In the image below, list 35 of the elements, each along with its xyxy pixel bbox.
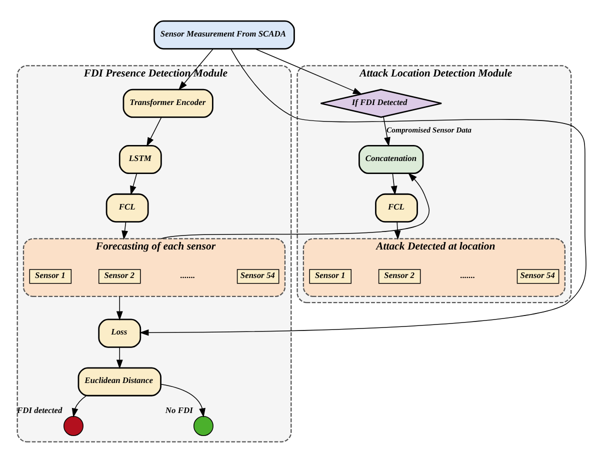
label: .......: [180, 269, 196, 280]
edge-label: Compromised Sensor Data: [386, 125, 472, 134]
node-box: Loss: [98, 318, 142, 348]
arrow: [146, 116, 162, 146]
arrow: [254, 48, 362, 94]
node-box: Sensor 2: [98, 268, 141, 284]
arrow: [139, 48, 586, 336]
arrow: [383, 116, 390, 146]
node-box: LSTM: [118, 144, 162, 174]
node-box: Sensor 2: [378, 268, 421, 284]
arrow: [390, 172, 398, 195]
node-box: Sensor 1: [309, 268, 352, 284]
node-box: FCL: [375, 192, 418, 222]
node-box: Sensor Measurement From SCADA: [154, 20, 295, 49]
arrow: [130, 172, 138, 195]
node-circle: [193, 416, 214, 436]
arrow: [116, 296, 123, 320]
arrow: [160, 172, 430, 239]
node-box: Euclidean Distance: [78, 366, 162, 396]
node-box: Concatenation: [358, 144, 424, 174]
arrow: [72, 394, 87, 418]
node-box: Transformer Encoder: [122, 88, 214, 118]
node-label: No FDI: [165, 404, 193, 415]
arrow: [394, 221, 401, 240]
node-box: Sensor 54: [516, 268, 560, 284]
label: .......: [460, 269, 476, 280]
arrow: [116, 346, 123, 368]
node-circle: [63, 416, 84, 436]
node-box: Sensor 54: [236, 268, 280, 284]
arrow: [122, 221, 128, 240]
node-label: FDI detected: [16, 404, 62, 415]
arrow: [160, 383, 206, 418]
node-box: FCL: [106, 192, 149, 222]
node-box: Sensor 1: [29, 268, 72, 284]
arrow: [178, 48, 214, 90]
